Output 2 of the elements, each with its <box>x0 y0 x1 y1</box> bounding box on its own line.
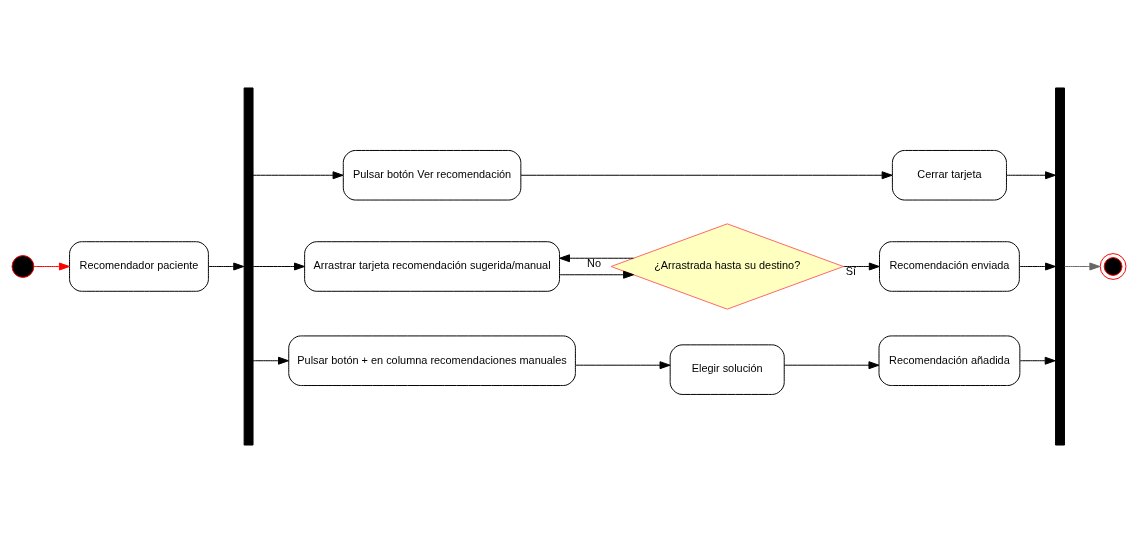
edge-label: Sí <box>845 265 857 278</box>
edge-label: No <box>587 256 602 269</box>
